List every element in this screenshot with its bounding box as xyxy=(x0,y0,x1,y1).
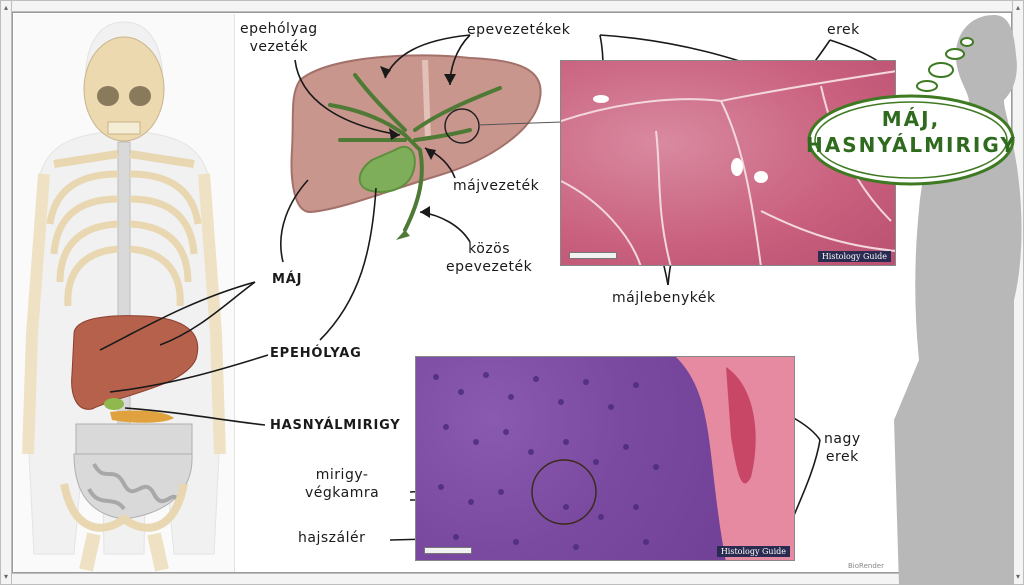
watermark: BioRender xyxy=(848,562,884,570)
label-large-vessels: nagy erek xyxy=(824,431,861,465)
histology-credit: Histology Guide xyxy=(716,546,790,557)
pancreas-histology-image: Histology Guide xyxy=(415,356,795,561)
scroll-up-icon[interactable]: ▴ xyxy=(1015,3,1020,12)
scroll-up-icon[interactable]: ▴ xyxy=(3,3,8,12)
label-liver-lobules: májlebenykék xyxy=(612,290,716,306)
thought-bubble-dots xyxy=(916,37,974,92)
label-common-bile-duct: közös epevezeték xyxy=(446,241,533,275)
thought-bubble-text: MÁJ, HASNYÁLMIRIGY xyxy=(806,106,1016,158)
label-vessels: erek xyxy=(827,22,860,38)
label-liver: MÁJ xyxy=(272,272,303,287)
label-gallbladder-duct: epehólyag vezeték xyxy=(240,21,318,55)
label-pancreas: HASNYÁLMIRIGY xyxy=(270,418,401,433)
histology-credit: Histology Guide xyxy=(817,251,891,262)
liver-shape xyxy=(290,54,542,214)
anatomy-panel xyxy=(14,14,235,572)
thought-bubble xyxy=(807,94,1015,186)
skeleton-figure xyxy=(22,21,226,572)
label-capillary: hajszálér xyxy=(298,530,366,546)
label-acinus: mirigy- végkamra xyxy=(305,467,380,501)
label-gallbladder: EPEHÓLYAG xyxy=(270,346,362,361)
thought-line-2: HASNYÁLMIRIGY xyxy=(806,133,1017,157)
label-bile-ducts: epevezetékek xyxy=(467,22,571,38)
scale-bar xyxy=(569,252,617,259)
label-hepatic-duct: májvezeték xyxy=(453,178,540,194)
scroll-down-icon[interactable]: ▾ xyxy=(3,572,8,581)
scroll-down-icon[interactable]: ▾ xyxy=(1015,572,1020,581)
thought-line-1: MÁJ, xyxy=(881,107,941,131)
scale-bar xyxy=(424,547,472,554)
